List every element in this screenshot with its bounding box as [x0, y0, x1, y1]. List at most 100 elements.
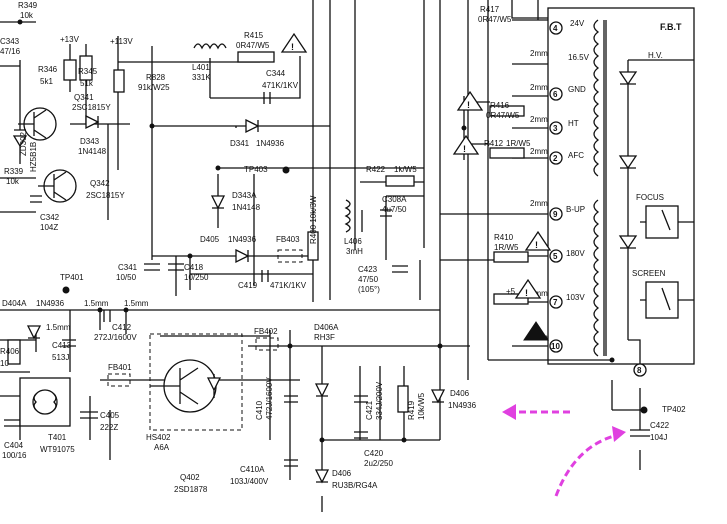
inductors: [107, 43, 351, 387]
label-c344: C344: [266, 69, 286, 78]
r415: [237, 51, 275, 63]
c421: [354, 395, 368, 403]
warning-triangle-filled-icon: [523, 321, 549, 341]
label-d343a-value: 1N4148: [232, 203, 261, 212]
label-d341-value: 1N4936: [256, 139, 285, 148]
c422: [630, 429, 650, 437]
label-113v: +113V: [110, 37, 133, 46]
r-plus5: [493, 293, 529, 305]
label-l406: L406: [344, 237, 362, 246]
label-r346-value: 5k1: [40, 77, 53, 86]
label-r828: R828: [146, 73, 166, 82]
pin-4: 4: [553, 24, 558, 33]
pin-180v-label: 180V: [566, 249, 585, 258]
pin-afc-label: AFC: [568, 151, 584, 160]
svg-text:!: !: [525, 288, 528, 298]
label-d406-value: 1N4936: [448, 401, 477, 410]
label-c420-value: 2u2/250: [364, 459, 393, 468]
c342: [30, 195, 42, 203]
label-r412: R412: [484, 139, 504, 148]
label-d406b-value: RU3B/RG4A: [332, 481, 378, 490]
label-q402: Q402: [180, 473, 200, 482]
pin-bup-label: B-UP: [566, 205, 585, 214]
d406: [430, 389, 446, 404]
warning-triangle-icon: [452, 134, 480, 155]
transistor-q341: [18, 107, 57, 141]
svg-text:!: !: [535, 240, 538, 250]
label-c405: C405: [100, 411, 120, 420]
label-q342-value: 2SC1815Y: [86, 191, 125, 200]
warning-triangle-icon: [514, 278, 542, 299]
label-c413: C413: [52, 341, 72, 350]
label-l401: L401: [192, 63, 210, 72]
label-r415: R415: [244, 31, 264, 40]
label-r345: R345: [78, 67, 98, 76]
fbt-label: F.B.T: [660, 22, 682, 32]
pin-3: 3: [553, 124, 558, 133]
label-q341-value: 2SC1815Y: [72, 103, 111, 112]
magenta-arrowhead-icon: [612, 426, 626, 442]
pin-gnd-label: GND: [568, 85, 586, 94]
pin-mm-label-1: 2mm: [530, 49, 548, 58]
d405: [235, 248, 250, 264]
label-d343: D343: [80, 137, 100, 146]
tp403-dot: [282, 166, 290, 174]
label-c412: C412: [112, 323, 132, 332]
label-r410: R410: [494, 233, 514, 242]
plus5-label: +5: [506, 287, 516, 296]
label-d404a: D404A: [2, 299, 27, 308]
c418: [168, 263, 184, 271]
label-c342: C342: [40, 213, 60, 222]
label-q341: Q341: [74, 93, 94, 102]
capacitors: [4, 92, 650, 467]
r828: [113, 69, 125, 93]
label-c418-value: 10/250: [184, 273, 209, 282]
fb403: [277, 249, 303, 263]
label-d341: D341: [230, 139, 250, 148]
c410: [284, 395, 298, 403]
label-bead-2: 1.5mm: [124, 299, 149, 308]
component-labels: R349 10k C343 47/16 +13V +113V R346 5k1 …: [0, 1, 686, 494]
l406: [344, 199, 351, 233]
label-13v: +13V: [60, 35, 80, 44]
d404a: [26, 325, 42, 340]
label-tp401: TP401: [60, 273, 84, 282]
label-c418: C418: [184, 263, 204, 272]
label-c410-value: 472J/1600V: [265, 377, 274, 420]
label-t401: T401: [48, 433, 67, 442]
pin-5: 5: [553, 252, 558, 261]
c341: [144, 263, 160, 271]
screen-label: SCREEN: [632, 269, 666, 278]
pin-9: 9: [553, 210, 558, 219]
label-d404a-value: 1N4936: [36, 299, 65, 308]
r406: [7, 339, 21, 365]
label-r400: R400 10k/3W: [309, 195, 318, 244]
pin-103v-label: 103V: [566, 293, 585, 302]
label-bead-1: 1.5mm: [84, 299, 109, 308]
label-r410-value: 1R/W5: [494, 243, 519, 252]
label-hs402-value: A6A: [154, 443, 170, 452]
label-c308a: C308A: [382, 195, 407, 204]
label-d343a: D343A: [232, 191, 257, 200]
svg-text:!: !: [467, 100, 470, 110]
pin-mm-label-4: 2mm: [530, 147, 548, 156]
svg-text:!: !: [291, 42, 294, 52]
pin-2: 2: [553, 154, 558, 163]
label-r828-value: 91k/W25: [138, 83, 170, 92]
r400: [307, 231, 319, 261]
pin-mm-label-7: 2mm: [530, 289, 548, 298]
pin-10: 10: [551, 342, 560, 351]
c404: [4, 419, 20, 427]
label-d406: D406: [450, 389, 470, 398]
c410a: [284, 459, 298, 467]
label-c404: C404: [4, 441, 24, 450]
label-r422: R422: [366, 165, 386, 174]
d406-bottom: [314, 469, 330, 484]
label-c419: C419: [238, 281, 258, 290]
label-d406a: D406A: [314, 323, 339, 332]
warning-triangle-icon: [456, 90, 484, 111]
label-c308a-value: 4u7/50: [382, 205, 407, 214]
r412: [489, 147, 525, 159]
tp402-dot: [640, 406, 648, 414]
